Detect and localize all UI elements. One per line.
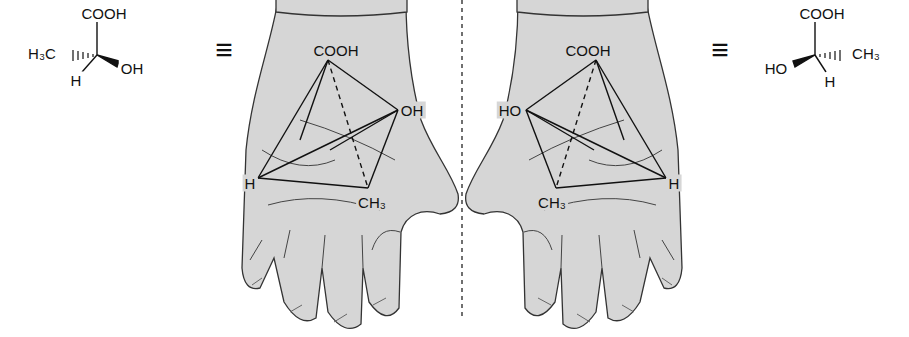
equivalence-symbol: ≡ (709, 34, 731, 66)
atom-label: H (243, 175, 258, 192)
group-label: CH₃ (850, 45, 882, 62)
group-label: HO (763, 60, 790, 77)
atom-label: H (823, 73, 838, 90)
atom-label: H (667, 175, 682, 192)
group-label: COOH (798, 5, 847, 22)
atom-label: H (69, 72, 84, 89)
group-label: COOH (564, 42, 613, 59)
group-label: OH (119, 60, 146, 77)
group-label: CH₃ (536, 194, 568, 211)
group-label: HO (497, 102, 524, 119)
group-label: CH₃ (356, 194, 388, 211)
group-label: COOH (312, 42, 361, 59)
group-label: OH (399, 102, 426, 119)
group-label: COOH (80, 5, 129, 22)
equivalence-symbol: ≡ (213, 34, 235, 66)
group-label: H₃C (26, 45, 58, 62)
